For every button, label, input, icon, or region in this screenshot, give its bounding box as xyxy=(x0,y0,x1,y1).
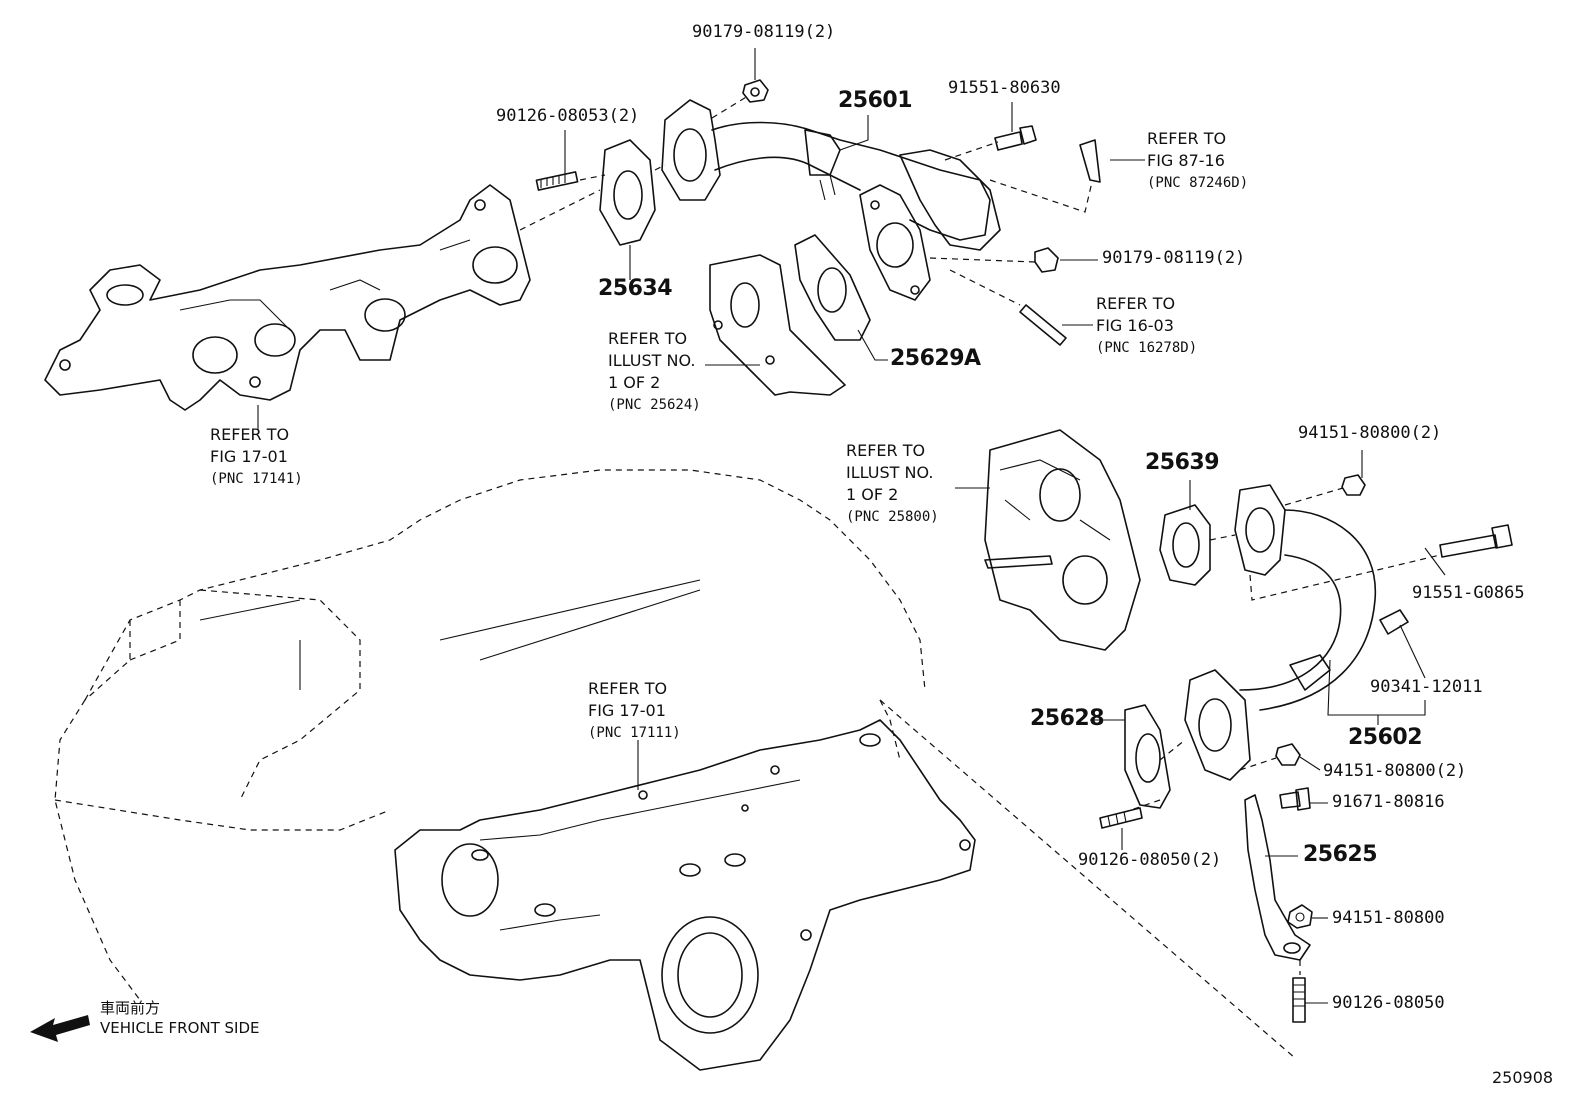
hose-16278d xyxy=(1019,304,1067,346)
vehicle-front-legend: 車両前方 VEHICLE FRONT SIDE xyxy=(100,998,260,1038)
label-25639: 25639 xyxy=(1145,450,1220,475)
label-25628: 25628 xyxy=(1030,706,1105,731)
label-94151-80800-top: 94151-80800(2) xyxy=(1298,423,1442,443)
ref-pnc: (PNC 87246D) xyxy=(1147,175,1249,191)
label-90179-08119-right: 90179-08119(2) xyxy=(1102,248,1246,268)
label-91671-80816: 91671-80816 xyxy=(1332,792,1445,812)
ref-pnc: (PNC 16278D) xyxy=(1096,340,1198,356)
ref-line: 1 OF 2 xyxy=(608,373,661,392)
label-90179-08119-top: 90179-08119(2) xyxy=(692,22,836,42)
lower-intake-manifold xyxy=(394,719,976,1071)
stud-90126-08050-pair xyxy=(1099,807,1143,829)
label-90126-08053: 90126-08053(2) xyxy=(496,106,640,126)
label-25634: 25634 xyxy=(598,276,673,301)
label-94151-80800: 94151-80800 xyxy=(1332,908,1445,928)
nut-94151-mid xyxy=(1275,743,1301,766)
figure-id: 250908 xyxy=(1492,1068,1554,1087)
ref-pnc: (PNC 17141) xyxy=(210,471,303,487)
gasket-25629a xyxy=(794,234,871,341)
nut-90179-top xyxy=(742,79,769,103)
bolt-91671-80816 xyxy=(1279,787,1311,811)
upper-manifold xyxy=(44,184,531,411)
label-90126-08050-pair: 90126-08050(2) xyxy=(1078,850,1222,870)
label-90126-08050: 90126-08050 xyxy=(1332,993,1445,1013)
ref-line: FIG 17-01 xyxy=(588,701,666,720)
ref-line: ILLUST NO. xyxy=(846,463,934,482)
ref-line: 1 OF 2 xyxy=(846,485,899,504)
engine-block-outline xyxy=(54,469,926,1001)
label-90341-12011: 90341-12011 xyxy=(1370,677,1483,697)
ref-line: REFER TO xyxy=(846,441,926,460)
label-25629a: 25629A xyxy=(890,346,981,371)
ref-line: REFER TO xyxy=(1096,294,1176,313)
ref-line: REFER TO xyxy=(608,329,688,348)
ref-line: FIG 87-16 xyxy=(1147,151,1225,170)
stud-90126-08050 xyxy=(1292,977,1306,1023)
ref-line: REFER TO xyxy=(1147,129,1227,148)
ref-fig-16-03: REFER TO FIG 16-03 (PNC 16278D) xyxy=(1096,293,1197,359)
gasket-25639 xyxy=(1159,504,1211,586)
hose-87246d xyxy=(1079,139,1101,183)
ref-line: ILLUST NO. xyxy=(608,351,696,370)
nut-94151-80800 xyxy=(1287,904,1313,929)
vehicle-front-en: VEHICLE FRONT SIDE xyxy=(100,1019,260,1037)
ref-pnc: (PNC 17111) xyxy=(588,725,681,741)
label-91551-g0865: 91551-G0865 xyxy=(1412,583,1525,603)
gasket-25628 xyxy=(1124,704,1171,809)
label-91551-80630: 91551-80630 xyxy=(948,78,1061,98)
label-94151-80800-mid: 94151-80800(2) xyxy=(1323,761,1467,781)
nut-94151-top xyxy=(1341,474,1366,496)
label-25625: 25625 xyxy=(1303,842,1378,867)
egr-pipe-25601 xyxy=(661,99,1001,301)
ref-pnc: (PNC 25624) xyxy=(608,397,701,413)
stud-90126-08053 xyxy=(535,171,579,191)
label-25601: 25601 xyxy=(838,88,913,113)
ref-fig-17-01-bottom: REFER TO FIG 17-01 (PNC 17111) xyxy=(588,678,681,744)
ref-line: REFER TO xyxy=(210,425,290,444)
ref-fig-87-16: REFER TO FIG 87-16 (PNC 87246D) xyxy=(1147,128,1248,194)
bolt-91551-g0865 xyxy=(1439,524,1513,558)
ref-pnc: (PNC 25800) xyxy=(846,509,939,525)
label-25602: 25602 xyxy=(1348,725,1423,750)
bolt-91551-80630 xyxy=(994,125,1037,151)
leader-lines xyxy=(257,48,1446,1004)
egr-pipe-25602 xyxy=(1184,484,1377,781)
assembly-guide-lines xyxy=(519,95,1441,1059)
arrow-left-icon xyxy=(30,1015,90,1042)
ref-line: FIG 16-03 xyxy=(1096,316,1174,335)
gasket-25634 xyxy=(599,139,656,246)
bracket-25625 xyxy=(1244,794,1311,961)
ref-illust-25624: REFER TO ILLUST NO. 1 OF 2 (PNC 25624) xyxy=(608,328,701,416)
egr-valve-25800 xyxy=(984,429,1141,651)
nut-90179-right xyxy=(1034,247,1059,273)
bracket-25624 xyxy=(709,254,846,396)
ref-line: FIG 17-01 xyxy=(210,447,288,466)
ref-illust-25800: REFER TO ILLUST NO. 1 OF 2 (PNC 25800) xyxy=(846,440,939,528)
vehicle-front-jp: 車両前方 xyxy=(100,999,161,1017)
plug-90341-12011 xyxy=(1379,609,1409,635)
ref-line: REFER TO xyxy=(588,679,668,698)
ref-fig-17-01-top: REFER TO FIG 17-01 (PNC 17141) xyxy=(210,424,303,490)
